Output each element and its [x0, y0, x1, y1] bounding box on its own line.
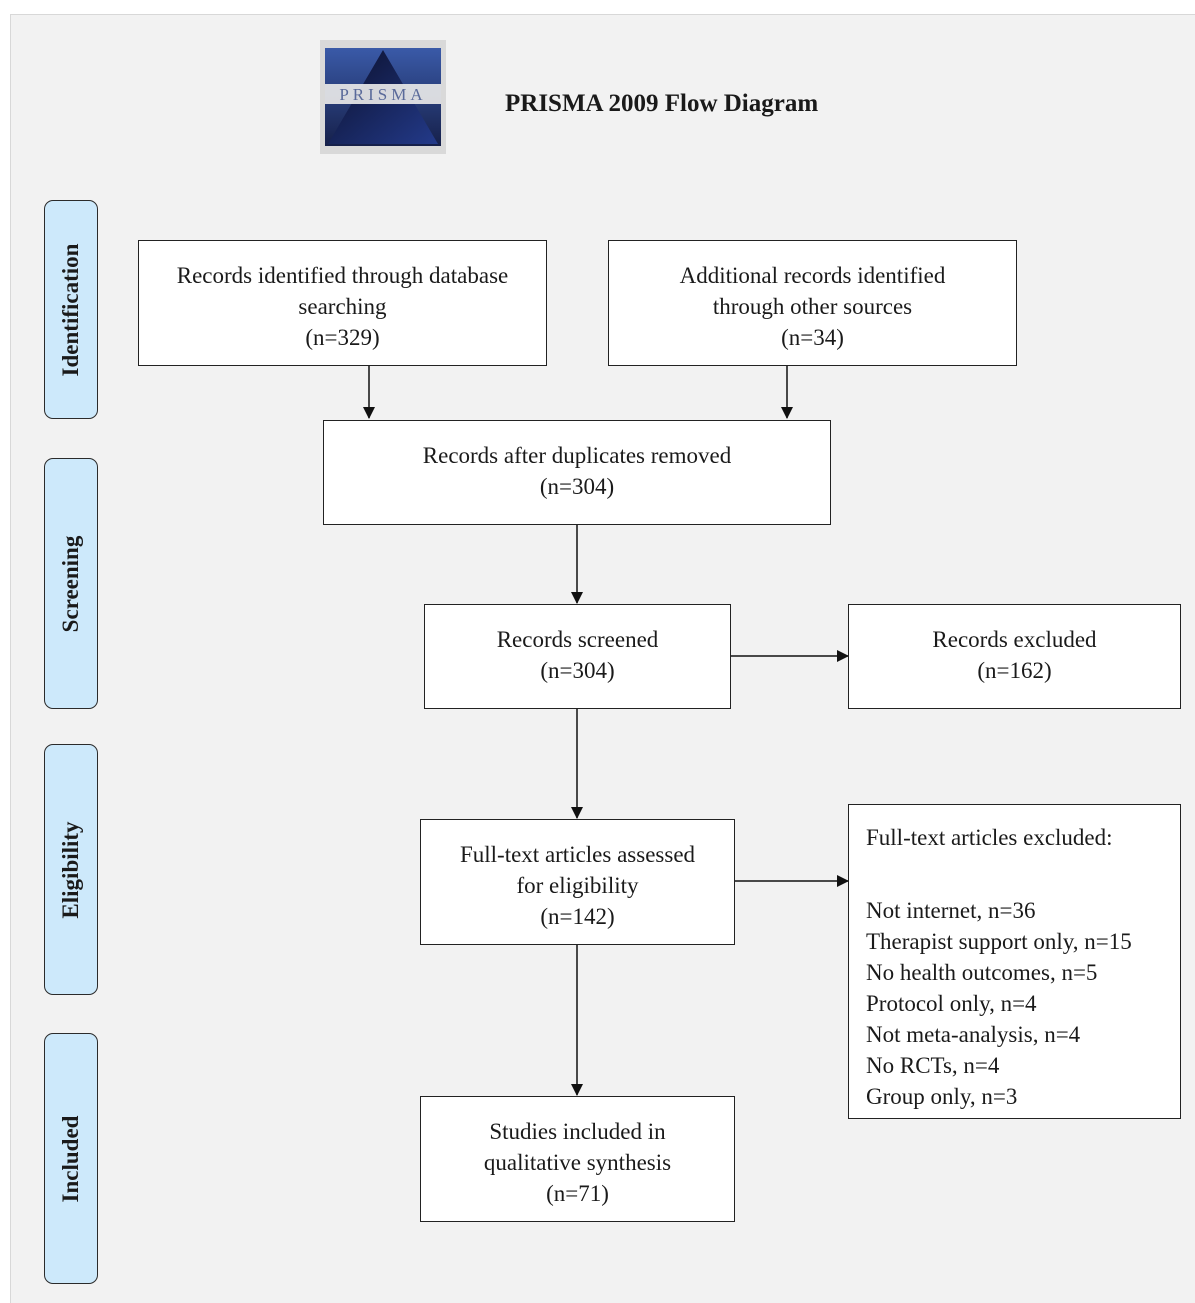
box-fulltext-assessed-line1: Full-text articles assessed [459, 842, 696, 867]
phase-included: Included [44, 1033, 98, 1284]
exclusion-reason: No health outcomes, n=5 [866, 960, 1098, 985]
box-studies-included-line1: Studies included in [489, 1119, 666, 1144]
exclusion-reason: Group only, n=3 [866, 1084, 1018, 1109]
box-studies-included-count: (n=71) [546, 1181, 609, 1206]
box-records-screened-count: (n=304) [540, 658, 615, 683]
box-records-database: Records identified through database sear… [138, 240, 547, 366]
box-records-database-line1: Records identified through database [176, 263, 509, 288]
box-additional-records-line2: through other sources [712, 294, 913, 319]
box-additional-records: Additional records identified through ot… [608, 240, 1017, 366]
box-studies-included-line2: qualitative synthesis [483, 1150, 672, 1175]
box-additional-records-count: (n=34) [781, 325, 844, 350]
phase-identification: Identification [44, 200, 98, 419]
box-after-duplicates-line1: Records after duplicates removed [422, 443, 732, 468]
exclusion-reason: Not internet, n=36 [866, 898, 1036, 923]
box-records-excluded: Records excluded (n=162) [848, 604, 1181, 709]
box-records-excluded-line1: Records excluded [932, 627, 1097, 652]
box-after-duplicates: Records after duplicates removed (n=304) [323, 420, 831, 525]
box-additional-records-line1: Additional records identified [679, 263, 946, 288]
prisma-logo: PRISMA [320, 40, 446, 154]
box-records-database-line2: searching [298, 294, 387, 319]
box-fulltext-assessed-line2: for eligibility [516, 873, 639, 898]
logo-text: PRISMA [339, 85, 426, 104]
box-studies-included: Studies included in qualitative synthesi… [420, 1096, 735, 1222]
page-title: PRISMA 2009 Flow Diagram [505, 90, 819, 117]
exclusion-reason: Protocol only, n=4 [866, 991, 1037, 1016]
box-records-screened-line1: Records screened [496, 627, 659, 652]
box-records-excluded-count: (n=162) [977, 658, 1052, 683]
box-fulltext-assessed: Full-text articles assessed for eligibil… [420, 819, 735, 945]
fulltext-excluded-heading: Full-text articles excluded: [866, 825, 1113, 850]
box-after-duplicates-count: (n=304) [539, 474, 615, 499]
phase-screening: Screening [44, 458, 98, 709]
box-records-database-count: (n=329) [305, 325, 380, 350]
phase-eligibility: Eligibility [44, 744, 98, 995]
box-fulltext-assessed-count: (n=142) [540, 904, 615, 929]
exclusion-reason: Therapist support only, n=15 [866, 929, 1132, 954]
box-fulltext-excluded: Full-text articles excluded: Not interne… [848, 804, 1181, 1119]
exclusion-reason: No RCTs, n=4 [866, 1053, 1000, 1078]
box-records-screened: Records screened (n=304) [424, 604, 731, 709]
exclusion-reason: Not meta-analysis, n=4 [866, 1022, 1081, 1047]
